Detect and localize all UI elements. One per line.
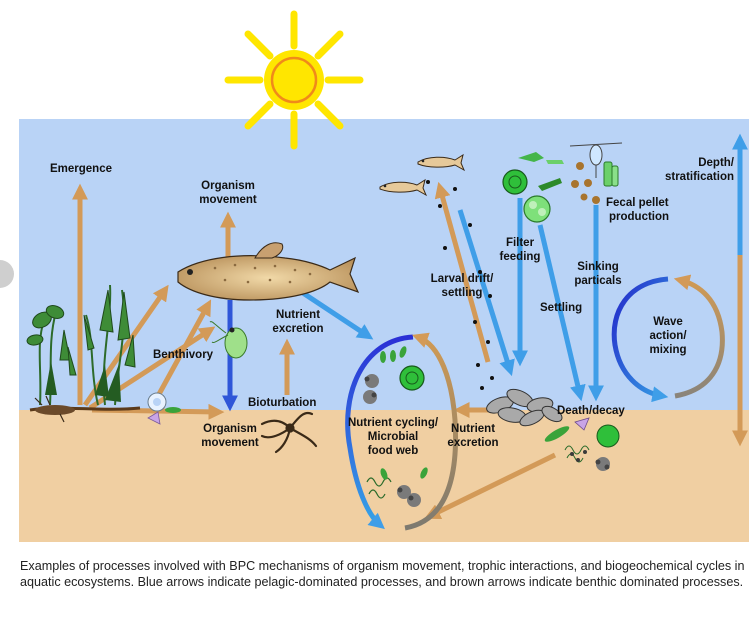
settling-label: Settling bbox=[540, 302, 582, 314]
wave-action-label-2: mixing bbox=[649, 344, 686, 356]
death-decay-label: Death/decay bbox=[557, 405, 625, 417]
decay-to-cycling-arrow bbox=[424, 452, 557, 519]
larval-dots bbox=[426, 180, 494, 390]
organism-movement-label-0: Organism bbox=[201, 180, 255, 192]
settling-arrow bbox=[537, 224, 586, 402]
sun-icon bbox=[224, 10, 364, 150]
sinking-particals-label-0: Sinking bbox=[577, 261, 619, 273]
ecosystem-diagram: Emergence Organism movement Nutrient exc… bbox=[19, 10, 749, 542]
pelagic-arrows bbox=[301, 198, 605, 402]
figure-caption: Examples of processes involved with BPC … bbox=[20, 559, 745, 589]
fish-excretion-arrow bbox=[301, 290, 374, 340]
fecal-pellet-label-0: Fecal pellet bbox=[606, 197, 669, 209]
nutrient-cycling-label-2: food web bbox=[368, 445, 418, 457]
fish-icon bbox=[177, 242, 360, 301]
organism-movement-lower-label-0: Organism bbox=[203, 423, 257, 435]
side-handle bbox=[0, 260, 14, 288]
wave-action-loop bbox=[611, 274, 725, 403]
larval-drift-label-0: Larval drift/ bbox=[431, 273, 494, 285]
bioturbation-label: Bioturbation bbox=[248, 397, 316, 409]
nutrient-excretion-upper-label-1: excretion bbox=[272, 323, 323, 335]
nutrient-cycling-loop bbox=[345, 332, 459, 531]
emergence-label: Emergence bbox=[50, 163, 112, 175]
nutrient-excretion-lower-label-0: Nutrient bbox=[451, 423, 495, 435]
process-labels: Emergence Organism movement Nutrient exc… bbox=[50, 157, 735, 457]
larval-fish-icon bbox=[379, 153, 466, 197]
fecal-pellet-label-1: production bbox=[609, 211, 669, 223]
nutrient-cycling-label-1: Microbial bbox=[368, 431, 418, 443]
organism-movement-label-1: movement bbox=[199, 194, 257, 206]
nutrient-excretion-lower-label-1: excretion bbox=[447, 437, 498, 449]
microbial-community-icon bbox=[363, 346, 428, 507]
brittle-star-icon bbox=[260, 411, 318, 454]
larval-drift-label-1: settling bbox=[442, 287, 483, 299]
diatom-icon bbox=[603, 161, 619, 187]
water-column bbox=[19, 119, 749, 410]
mussel-cluster-icon bbox=[486, 388, 563, 427]
zooplankton-icon bbox=[209, 321, 248, 359]
filter-feeding-label-1: feeding bbox=[500, 251, 541, 263]
benthivory-arrow bbox=[155, 299, 212, 398]
fecal-pellets-icon bbox=[571, 162, 600, 204]
sinking-particals-label-1: particals bbox=[574, 275, 621, 287]
nutrient-cycling-label-0: Nutrient cycling/ bbox=[348, 417, 439, 429]
benthic-organisms-icon bbox=[147, 392, 181, 425]
larval-settling-arrow bbox=[457, 209, 515, 377]
larval-drift-up-arrow bbox=[434, 181, 491, 363]
benthivory-label: Benthivory bbox=[153, 349, 214, 361]
wave-action-label-1: action/ bbox=[649, 330, 687, 342]
depth-stratification-label-1: stratification bbox=[665, 171, 734, 183]
copepod-icon bbox=[569, 142, 623, 178]
depth-stratification-label-0: Depth/ bbox=[698, 157, 735, 169]
wave-action-label-0: Wave bbox=[653, 316, 683, 328]
nutrient-excretion-upper-label-0: Nutrient bbox=[276, 309, 320, 321]
organism-movement-lower-label-1: movement bbox=[201, 437, 259, 449]
phytoplankton-icon bbox=[502, 152, 564, 223]
benthic-insect-icon bbox=[34, 395, 75, 423]
filter-feeding-label-0: Filter bbox=[506, 237, 535, 249]
decay-organisms-icon bbox=[544, 417, 620, 471]
